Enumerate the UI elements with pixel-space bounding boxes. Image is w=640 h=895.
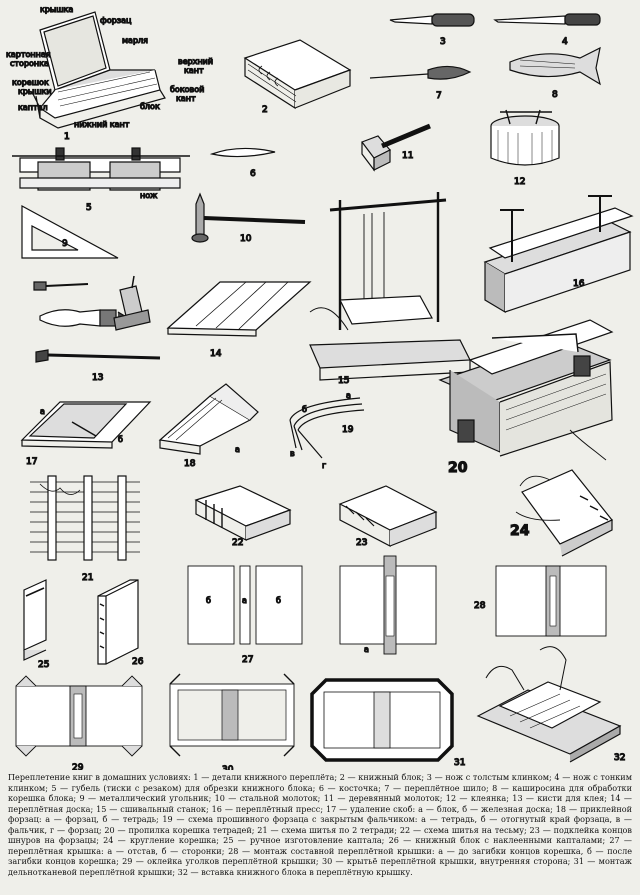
figure-number-19: 19 <box>342 425 354 435</box>
figure-28-case-assembly <box>339 555 607 655</box>
label-verkhniy: верхний <box>178 57 213 66</box>
figure-number-28: 28 <box>474 601 486 611</box>
label-blok: блок <box>140 102 160 111</box>
figure-4-knife-thin <box>493 13 601 26</box>
figure-23-cord-ends <box>338 485 438 547</box>
label-27-b-left: б <box>206 596 211 605</box>
figure-number-25: 25 <box>38 660 49 670</box>
figure-number-32: 32 <box>614 753 625 763</box>
figure-number-30: 30 <box>222 765 234 770</box>
figure-15-sewing-frame <box>309 192 471 381</box>
figure-27-case-parts <box>187 565 303 645</box>
figure-number-1: 1 <box>64 132 70 142</box>
label-19-a: а <box>346 391 351 400</box>
figure-number-13: 13 <box>92 373 103 383</box>
label-storonka: сторонка <box>10 59 49 68</box>
figure-20-spine-sawing <box>438 319 614 457</box>
figure-number-12: 12 <box>514 177 525 187</box>
figure-number-21: 21 <box>82 573 93 583</box>
figure-number-24: 24 <box>510 523 530 539</box>
figure-caption: Переплетение книг в домашних условиях: 1… <box>8 772 632 877</box>
label-bokovoy: боковой <box>170 85 204 94</box>
label-19-g: г <box>322 461 326 470</box>
figure-5-trimming-press <box>12 147 190 191</box>
figure-number-9: 9 <box>62 239 68 249</box>
figure-number-2: 2 <box>262 105 268 115</box>
figure-8-spine-tool <box>509 46 601 86</box>
figure-13-glue-brushes <box>33 275 161 363</box>
label-kant-top: кант <box>184 66 204 75</box>
figure-number-14: 14 <box>210 349 222 359</box>
figure-16-book-press <box>483 195 634 314</box>
figure-6-bone-folder <box>209 147 276 158</box>
label-19-v: в <box>290 449 295 458</box>
figure-26-block-with-headbands <box>97 579 139 665</box>
figure-7-awl <box>369 65 472 80</box>
label-kryshka: крышка <box>40 5 73 14</box>
figure-31-cloth-case <box>310 678 454 762</box>
figure-number-17: 17 <box>26 457 37 467</box>
figure-number-3: 3 <box>440 37 446 47</box>
figure-number-27: 27 <box>242 655 253 665</box>
figure-29-corner-covering <box>15 675 143 757</box>
label-kant-side: кант <box>176 94 196 103</box>
label-forzac: форзац <box>100 16 132 25</box>
figure-number-15: 15 <box>338 376 349 386</box>
figure-number-10: 10 <box>240 234 252 244</box>
figure-9-metal-square <box>21 204 119 259</box>
figure-number-23: 23 <box>356 538 367 548</box>
figure-number-31: 31 <box>454 758 465 768</box>
figure-number-16: 16 <box>573 279 585 289</box>
label-27-a: а <box>242 596 247 605</box>
figure-18-pasted-endpaper <box>158 383 259 455</box>
label-27-b-right: б <box>276 596 281 605</box>
figure-number-20: 20 <box>448 460 468 476</box>
label-nizhniy-kant: нижний кант <box>74 120 130 129</box>
label-kryshki: крышки <box>18 87 52 96</box>
figure-1-book-parts <box>31 11 166 129</box>
label-17-a: а <box>40 407 45 416</box>
figure-number-29: 29 <box>72 763 84 770</box>
figure-17-staple-removal <box>20 401 152 449</box>
figure-25-headband-making <box>23 579 47 661</box>
figure-number-6: 6 <box>250 169 256 179</box>
figure-number-18: 18 <box>184 459 196 469</box>
figure-number-26: 26 <box>132 657 144 667</box>
label-18-a: а <box>235 445 240 454</box>
figure-14-binding-board <box>166 281 312 337</box>
label-nozh: нож <box>140 191 157 200</box>
figure-19-endpaper-diagram <box>289 397 365 459</box>
figure-3-knife-thick <box>389 13 475 27</box>
label-17-b: б <box>118 435 123 444</box>
figure-12-glue-pot <box>490 109 560 166</box>
figure-21-sewing-scheme <box>30 475 140 561</box>
figure-number-8: 8 <box>552 90 558 100</box>
figure-number-5: 5 <box>86 203 92 213</box>
figure-number-4: 4 <box>562 37 568 47</box>
figure-number-22: 22 <box>232 538 243 548</box>
label-koreshok: корешок <box>12 78 49 87</box>
figure-10-steel-hammer <box>191 192 306 243</box>
label-kaptal: каптал <box>18 103 48 112</box>
figure-22-tape-sewing <box>194 485 292 541</box>
figure-11-wooden-mallet <box>361 123 431 172</box>
label-19-b: б <box>302 405 307 414</box>
label-marlya: марля <box>122 36 148 45</box>
figure-32-casing-in <box>476 646 622 763</box>
figure-number-11: 11 <box>402 151 413 161</box>
figure-24-spine-rounding <box>515 429 613 557</box>
figure-number-7: 7 <box>436 91 442 101</box>
label-kartonnaya: картонная <box>6 50 51 59</box>
figure-2-book-block <box>243 39 352 110</box>
label-28-a: а <box>364 645 369 654</box>
illustration-plate: крышка форзац марля картонная сторонка к… <box>5 4 634 770</box>
figure-30-case-covering <box>169 673 295 757</box>
